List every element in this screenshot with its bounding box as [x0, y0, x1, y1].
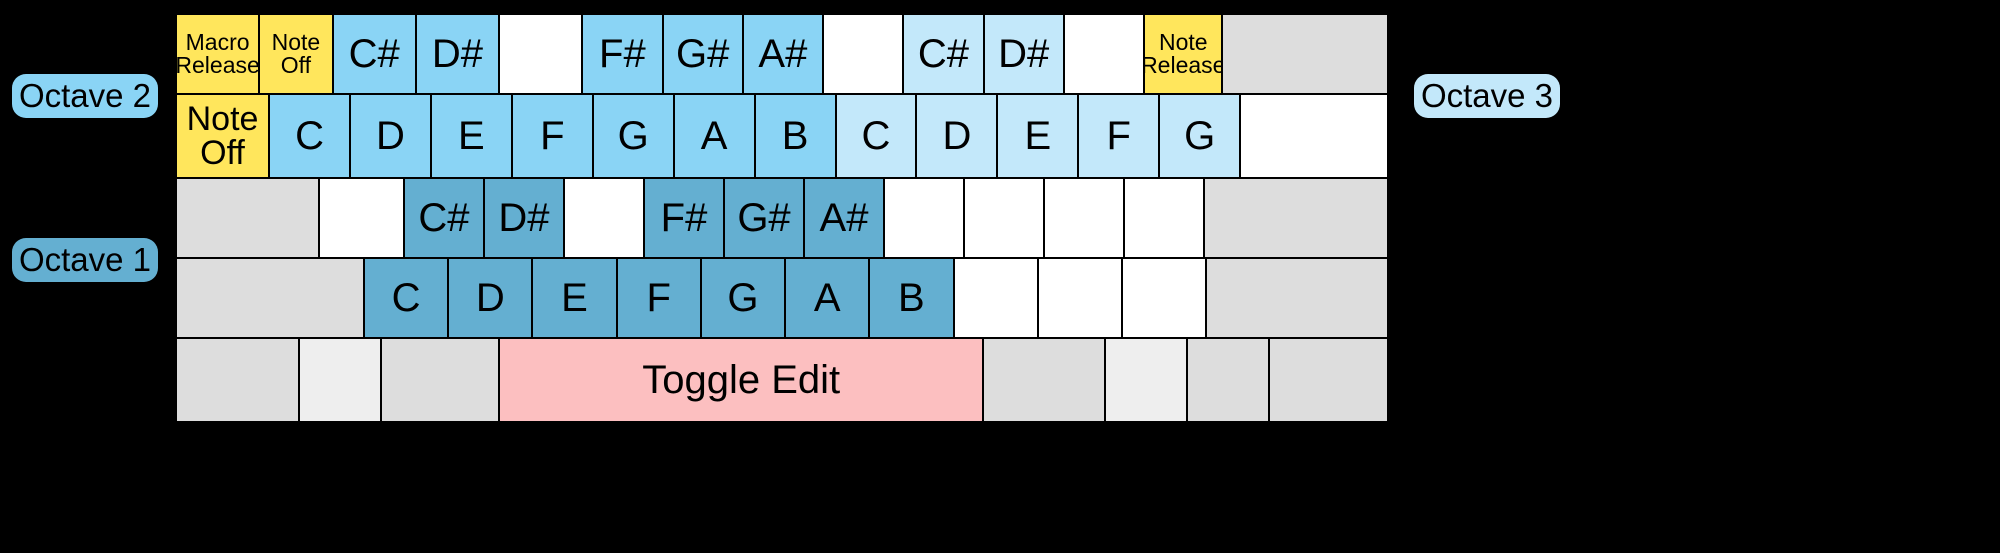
key-cell-note-off[interactable]: Note Off — [260, 15, 334, 95]
key-cell-empty — [177, 339, 301, 421]
key-cell-f[interactable]: F — [617, 259, 702, 339]
key-cell-a-sharp[interactable]: A# — [743, 15, 825, 95]
key-cell-d-sharp[interactable]: D# — [984, 15, 1065, 95]
key-cell-a[interactable]: A — [786, 259, 871, 339]
key-cell-c-sharp[interactable]: C# — [405, 179, 485, 259]
key-cell-toggle-edit[interactable]: Toggle Edit — [500, 339, 984, 421]
key-cell-d[interactable]: D — [917, 95, 999, 179]
key-cell-f[interactable]: F — [1079, 95, 1161, 179]
key-cell-d[interactable]: D — [449, 259, 534, 339]
key-cell-g-sharp[interactable]: G# — [663, 15, 744, 95]
key-cell-g[interactable]: G — [1160, 95, 1242, 179]
key-cell-e[interactable]: E — [533, 259, 618, 339]
row-bottom-controls: Toggle Edit — [177, 339, 1387, 421]
key-cell-empty — [1125, 179, 1205, 259]
octave-1-label: Octave 1 — [12, 238, 158, 282]
key-cell-empty — [1122, 259, 1208, 339]
key-cell-g-sharp[interactable]: G# — [725, 179, 805, 259]
key-cell-b[interactable]: B — [870, 259, 955, 339]
key-cell-c[interactable]: C — [270, 95, 351, 179]
key-cell-g[interactable]: G — [593, 95, 675, 179]
key-cell-empty — [885, 179, 965, 259]
key-cell-empty — [1205, 179, 1387, 259]
key-cell-a[interactable]: A — [674, 95, 756, 179]
key-cell-e[interactable]: E — [998, 95, 1080, 179]
key-cell-d-sharp[interactable]: D# — [485, 179, 565, 259]
key-cell-f[interactable]: F — [512, 95, 594, 179]
key-cell-empty — [1207, 259, 1387, 339]
octave-2-label: Octave 2 — [12, 74, 158, 118]
key-cell-empty — [824, 15, 905, 95]
key-cell-macro-release[interactable]: Macro Release — [177, 15, 261, 95]
key-cell-c[interactable]: C — [836, 95, 918, 179]
key-cell-empty — [500, 15, 584, 95]
key-cell-empty — [1106, 339, 1188, 421]
key-cell-empty — [1045, 179, 1125, 259]
key-cell-g[interactable]: G — [701, 259, 787, 339]
key-cell-empty — [1269, 339, 1387, 421]
key-cell-empty — [1038, 259, 1123, 339]
key-cell-note-off[interactable]: Note Off — [177, 95, 271, 179]
key-cell-f-sharp[interactable]: F# — [645, 179, 725, 259]
key-cell-empty — [565, 179, 645, 259]
key-cell-empty — [954, 259, 1039, 339]
key-cell-c[interactable]: C — [364, 259, 450, 339]
key-cell-empty — [320, 179, 405, 259]
key-cell-empty — [381, 339, 501, 421]
key-cell-d[interactable]: D — [350, 95, 432, 179]
key-cell-empty — [983, 339, 1107, 421]
key-cell-empty — [1187, 339, 1270, 421]
key-cell-note-release[interactable]: Note Release — [1145, 15, 1224, 95]
key-cell-empty — [1064, 15, 1146, 95]
key-cell-empty — [300, 339, 382, 421]
key-cell-a-sharp[interactable]: A# — [805, 179, 885, 259]
key-cell-empty — [177, 179, 320, 259]
key-cell-b[interactable]: B — [755, 95, 837, 179]
key-cell-c-sharp[interactable]: C# — [333, 15, 417, 95]
key-cell-empty — [1223, 15, 1387, 95]
key-cell-d-sharp[interactable]: D# — [416, 15, 501, 95]
octave-3-label: Octave 3 — [1414, 74, 1560, 118]
key-cell-empty — [1241, 95, 1387, 179]
key-cell-empty — [177, 259, 365, 339]
key-cell-f-sharp[interactable]: F# — [583, 15, 664, 95]
key-cell-e[interactable]: E — [431, 95, 513, 179]
row-sharps-octave1: C#D# F#G#A# — [177, 179, 1387, 259]
key-cell-empty — [965, 179, 1045, 259]
key-cell-c-sharp[interactable]: C# — [904, 15, 985, 95]
